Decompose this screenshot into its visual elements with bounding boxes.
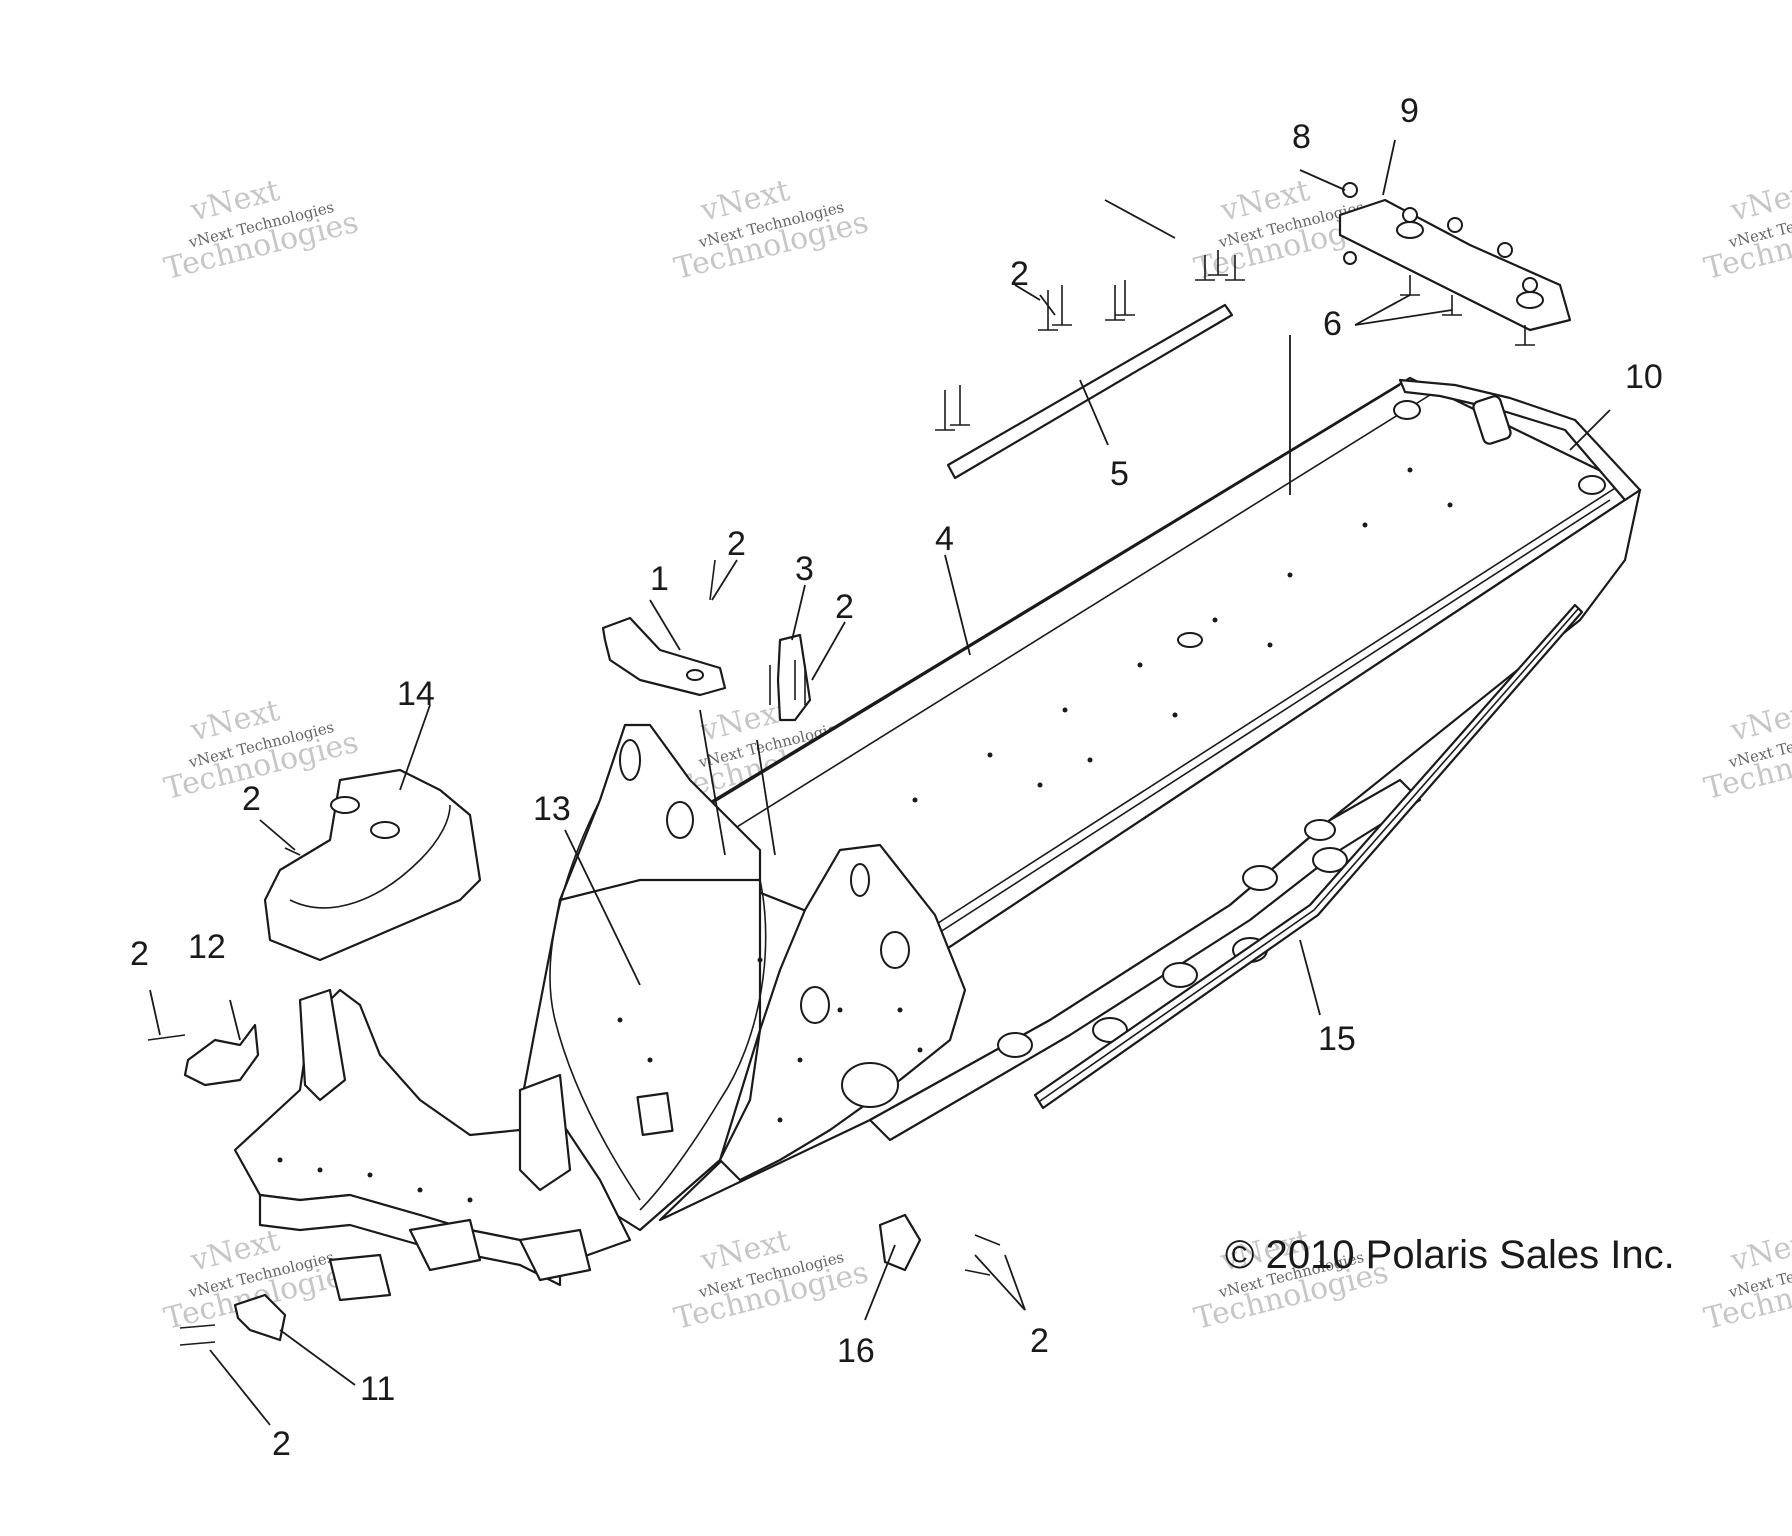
callout-11: 11 (360, 1370, 395, 1408)
callouts: 1 2 3 2 4 5 2 6 8 9 10 14 2 13 12 2 11 2… (130, 92, 1663, 1463)
callout-13: 13 (533, 790, 571, 828)
rear-bumper (1398, 378, 1642, 502)
watermark: vNext vNext Technologies Technologies (671, 1223, 872, 1337)
callout-9: 9 (1400, 92, 1419, 130)
callout-10: 10 (1625, 358, 1663, 396)
belly-pan (518, 878, 762, 1232)
callout-2: 2 (272, 1425, 291, 1463)
callout-3: 3 (795, 550, 814, 588)
callout-2: 2 (130, 935, 149, 973)
front-bracket (183, 1023, 260, 1087)
bumper-bracket (233, 1293, 287, 1342)
callout-14: 14 (397, 675, 435, 713)
watermark: vNext vNext Technologies Technologies (1701, 1223, 1792, 1337)
bulkhead-right-plate (718, 843, 967, 1182)
copyright-notice: © 2010 Polaris Sales Inc. (1225, 1233, 1675, 1277)
engine-mount-bracket (263, 768, 482, 962)
tunnel-reinforcement (946, 303, 1234, 480)
callout-5: 5 (1110, 455, 1129, 493)
bulkhead-assembly (233, 723, 967, 1302)
callout-2: 2 (727, 525, 746, 563)
watermark: vNext vNext Technologies Technologies (1701, 693, 1792, 807)
callout-2: 2 (1030, 1322, 1049, 1360)
watermark: vNext vNext Technologies Technologies (1701, 173, 1792, 287)
callout-15: 15 (1318, 1020, 1356, 1058)
frame-rivets (277, 957, 923, 1203)
access-plate (878, 1213, 922, 1272)
steering-bracket (601, 616, 727, 697)
deck-rivets (912, 467, 1453, 803)
front-frame-crossmember (258, 1193, 562, 1287)
callout-4: 4 (935, 520, 954, 558)
callout-1: 1 (650, 560, 669, 598)
leader-lines (149, 139, 1611, 1426)
steering-post-bracket (776, 633, 812, 722)
callout-2: 2 (1010, 255, 1029, 293)
callout-6: 6 (1323, 305, 1342, 343)
callout-16: 16 (837, 1332, 875, 1370)
callout-8: 8 (1292, 118, 1311, 156)
fasteners (147, 182, 1538, 1346)
callout-12: 12 (188, 928, 226, 966)
callout-2: 2 (242, 780, 261, 818)
hyfax-rail (1033, 603, 1584, 1110)
watermark: vNext vNext Technologies Technologies (161, 173, 362, 287)
callout-2: 2 (835, 588, 854, 626)
watermark: vNext vNext Technologies Technologies (671, 173, 872, 287)
